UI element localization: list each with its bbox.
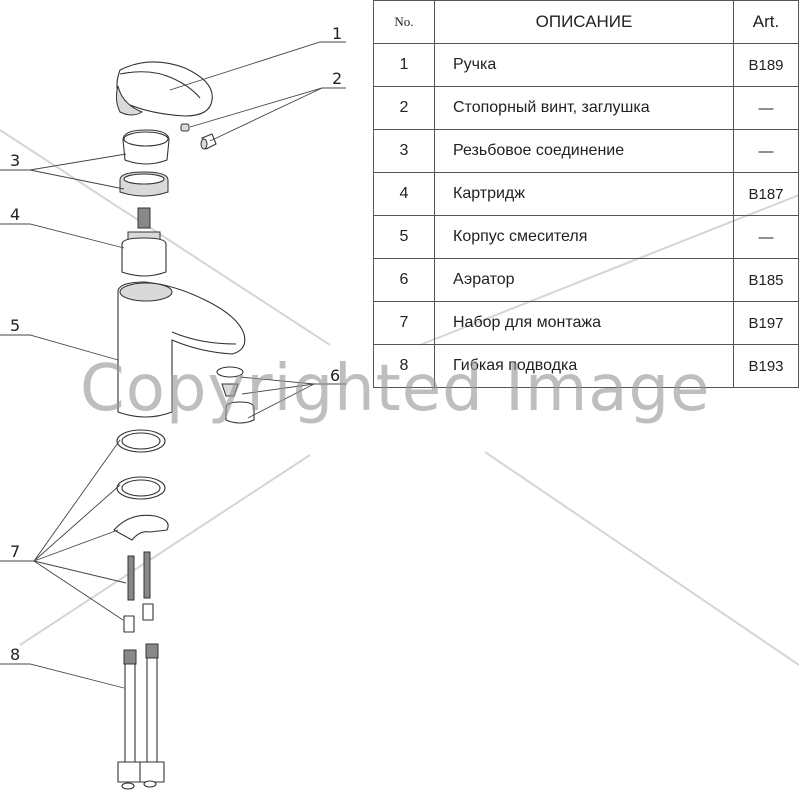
- cartridge-part: [121, 207, 167, 277]
- parts-table: No. ОПИСАНИЕ Art. 1 Ручка B189 2 Стопорн…: [373, 0, 799, 388]
- row-no: 8: [373, 344, 435, 388]
- callout-1: 1: [332, 24, 342, 43]
- table-row: 6 Аэратор B185: [373, 258, 799, 302]
- row-no: 1: [373, 43, 435, 87]
- leader-lines: [0, 41, 346, 689]
- callout-6: 6: [330, 366, 340, 385]
- table-row: 4 Картридж B187: [373, 172, 799, 216]
- faucet-body-part: [117, 281, 246, 418]
- callout-7: 7: [10, 542, 20, 561]
- mounting-kit-part: [113, 429, 169, 633]
- row-no: 5: [373, 215, 435, 259]
- table-row: 8 Гибкая подводка B193: [373, 344, 799, 388]
- row-art: B197: [733, 301, 799, 345]
- table-row: 3 Резьбовое соединение —: [373, 129, 799, 173]
- set-screw-part: [180, 123, 190, 132]
- row-art: B193: [733, 344, 799, 388]
- callout-8: 8: [10, 645, 20, 664]
- plug-part: [200, 133, 217, 150]
- table-row: 5 Корпус смесителя —: [373, 215, 799, 259]
- row-art: —: [733, 86, 799, 130]
- callout-3: 3: [10, 151, 20, 170]
- row-description: Гибкая подводка: [434, 344, 734, 388]
- row-no: 4: [373, 172, 435, 216]
- row-no: 2: [373, 86, 435, 130]
- header-no: No.: [373, 0, 435, 44]
- row-description: Резьбовое соединение: [434, 129, 734, 173]
- row-description: Стопорный винт, заглушка: [434, 86, 734, 130]
- table-header-row: No. ОПИСАНИЕ Art.: [373, 0, 799, 44]
- header-description: ОПИСАНИЕ: [434, 0, 734, 44]
- aerator-part: [216, 366, 255, 424]
- row-no: 3: [373, 129, 435, 173]
- row-no: 6: [373, 258, 435, 302]
- table-row: 1 Ручка B189: [373, 43, 799, 87]
- flexible-hoses-part: [117, 643, 165, 790]
- cover-nut-part: [122, 129, 170, 165]
- row-description: Корпус смесителя: [434, 215, 734, 259]
- callout-2: 2: [332, 69, 342, 88]
- row-description: Аэратор: [434, 258, 734, 302]
- row-no: 7: [373, 301, 435, 345]
- callout-4: 4: [10, 205, 20, 224]
- row-description: Набор для монтажа: [434, 301, 734, 345]
- row-art: B189: [733, 43, 799, 87]
- threaded-ring-part: [119, 171, 169, 197]
- row-description: Ручка: [434, 43, 734, 87]
- table-row: 2 Стопорный винт, заглушка —: [373, 86, 799, 130]
- callout-5: 5: [10, 316, 20, 335]
- row-description: Картридж: [434, 172, 734, 216]
- header-art: Art.: [733, 0, 799, 44]
- handle-part: [115, 61, 213, 117]
- table-row: 7 Набор для монтажа B197: [373, 301, 799, 345]
- row-art: B187: [733, 172, 799, 216]
- row-art: —: [733, 215, 799, 259]
- row-art: —: [733, 129, 799, 173]
- row-art: B185: [733, 258, 799, 302]
